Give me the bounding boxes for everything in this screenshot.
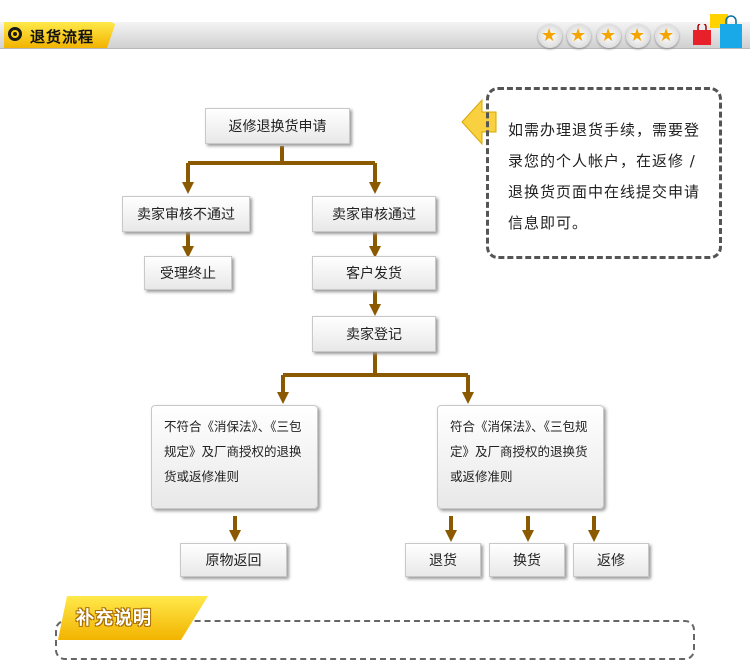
page-title: 退货流程: [30, 28, 95, 46]
star-icon: ★: [655, 24, 679, 48]
supplement-tab: [58, 596, 208, 640]
star-icon: ★: [597, 24, 621, 48]
note-box: [486, 87, 722, 259]
star-icon: ★: [538, 24, 562, 48]
supplement-title: 补充说明: [76, 608, 152, 629]
flow-connectors: [182, 98, 600, 542]
shopping-bag-icon: [710, 14, 742, 48]
reject-node: 卖家审核不通过: [122, 196, 250, 232]
repair-node: 返修: [573, 543, 649, 577]
star-icon: ★: [567, 24, 591, 48]
star-icon: ★: [626, 24, 650, 48]
noncompliant-node: 不符合《消保法》、《三包规定》及厂商授权的退换货或返修准则: [151, 405, 318, 509]
compliant-node: 符合《消保法》、《三包规定》及厂商授权的退换货或返修准则: [437, 405, 604, 509]
target-icon: [8, 27, 22, 41]
note-text: 如需办理退货手续，需要登录您的个人帐户，在返修 / 退换货页面中在线提交申请信息…: [508, 121, 701, 232]
apply-node: 返修退换货申请: [205, 108, 350, 144]
approve-node: 卖家审核通过: [312, 196, 436, 232]
refund-node: 退货: [405, 543, 481, 577]
header-bar: [0, 22, 750, 49]
shopping-bag-icon: [693, 24, 711, 45]
register-node: 卖家登记: [312, 316, 436, 352]
exchange-node: 换货: [489, 543, 565, 577]
return-goods-node: 原物返回: [180, 543, 287, 577]
ship-node: 客户发货: [312, 256, 436, 290]
header-tab: [4, 22, 116, 48]
end-node: 受理终止: [144, 256, 232, 290]
